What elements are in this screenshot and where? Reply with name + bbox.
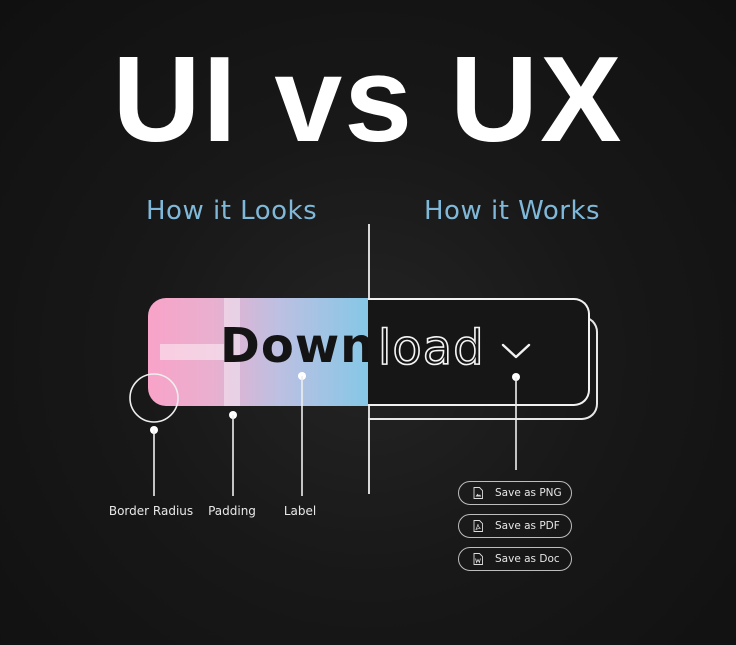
image-file-icon	[473, 487, 483, 499]
label-label: Label	[283, 504, 317, 518]
label-border-radius: Border Radius	[108, 504, 194, 518]
border-radius-dot	[150, 426, 158, 434]
pdf-file-icon	[473, 520, 483, 532]
save-as-doc-button[interactable]: Save as Doc	[458, 547, 572, 571]
subtitle-how-it-works: How it Works	[424, 196, 601, 226]
save-as-pdf-label: Save as PDF	[495, 520, 560, 532]
button-label-ui: Down	[220, 318, 376, 374]
download-button-ux-half[interactable]	[368, 298, 590, 406]
save-as-png-label: Save as PNG	[495, 487, 562, 499]
word-file-icon	[473, 553, 483, 565]
save-as-doc-label: Save as Doc	[495, 553, 560, 565]
button-label-ux: load	[377, 320, 485, 376]
padding-guide-horizontal	[160, 344, 224, 360]
padding-dot	[229, 411, 237, 419]
padding-guide-vertical	[224, 298, 240, 406]
chevron-down-icon[interactable]	[500, 340, 532, 360]
label-padding: Padding	[208, 504, 256, 518]
download-button-ui-half[interactable]	[148, 298, 368, 406]
save-as-png-button[interactable]: Save as PNG	[458, 481, 572, 505]
page-title: UI vs UX	[112, 31, 624, 167]
save-as-pdf-button[interactable]: Save as PDF	[458, 514, 572, 538]
subtitle-how-it-looks: How it Looks	[146, 196, 318, 226]
